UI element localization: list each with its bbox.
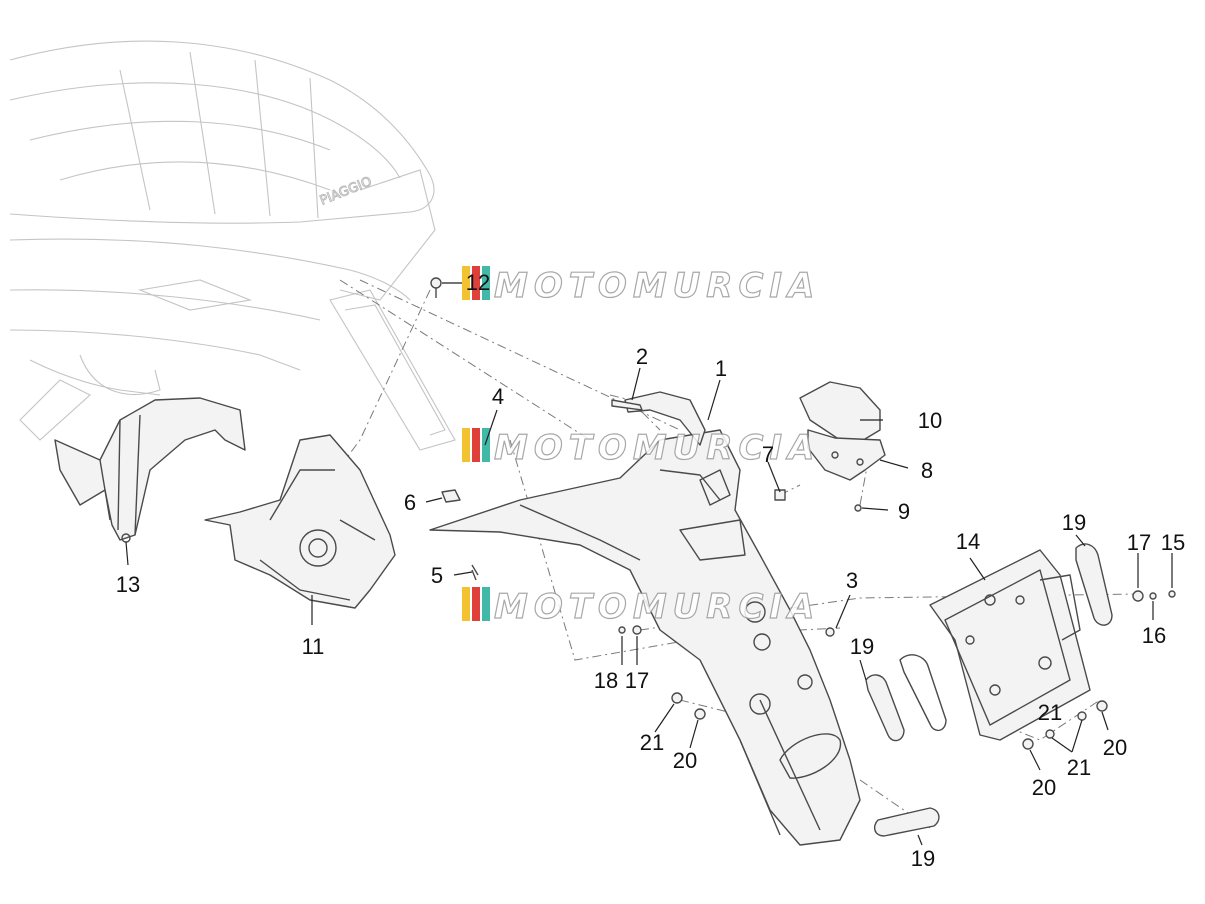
callout-15: 15 (1161, 530, 1185, 555)
callout-4: 4 (492, 384, 504, 409)
callout-21-extra: 21 (1038, 700, 1062, 725)
callout-20-right: 20 (1103, 735, 1127, 760)
watermark-stripe-red (472, 587, 480, 621)
watermark-stripe-red (472, 428, 480, 462)
watermark-stripe-teal (482, 587, 490, 621)
watermark-stripe-yellow (462, 587, 470, 621)
hardware-fasteners (430, 277, 1176, 750)
callout-2: 2 (636, 344, 648, 369)
part-1-rear-fender (429, 429, 861, 846)
watermark-stripe-red (472, 266, 480, 300)
callout-17-right: 17 (1127, 530, 1151, 555)
callout-17-left: 17 (625, 668, 649, 693)
callout-7: 7 (762, 442, 774, 467)
callout-21-right: 21 (1067, 755, 1091, 780)
callout-10: 10 (918, 408, 942, 433)
watermark-stripe-yellow (462, 428, 470, 462)
callout-18: 18 (594, 668, 618, 693)
watermark-stripe-teal (482, 428, 490, 462)
callout-21-left: 21 (640, 730, 664, 755)
seat-brand-text: PIAGGIO (318, 174, 374, 208)
callout-3: 3 (846, 568, 858, 593)
callout-8: 8 (921, 458, 933, 483)
callout-20-bottom: 20 (1032, 775, 1056, 800)
watermark-stripe-teal (482, 266, 490, 300)
callout-13: 13 (116, 572, 140, 597)
watermark-text: MOTOMURCIA (494, 428, 820, 468)
part-11-inner-housing (204, 434, 396, 609)
watermark-text: MOTOMURCIA (494, 266, 820, 306)
part-10-cover (799, 381, 881, 443)
callout-9: 9 (898, 499, 910, 524)
callout-19-top: 19 (1062, 510, 1086, 535)
callout-16: 16 (1142, 623, 1166, 648)
watermark-1: MOTOMURCIA (462, 265, 820, 307)
callout-19-bottom: 19 (911, 846, 935, 871)
watermark-2: MOTOMURCIA (462, 427, 820, 469)
callout-20-left: 20 (673, 748, 697, 773)
part-1-grab-handle (624, 391, 706, 446)
watermark-3: MOTOMURCIA (462, 586, 820, 628)
part-8-bracket (807, 429, 886, 481)
callout-1: 1 (715, 356, 727, 381)
watermark-stripe-yellow (462, 266, 470, 300)
callout-12: 12 (466, 270, 490, 295)
leader-lines (125, 282, 1173, 846)
part-19-reflectors (865, 543, 1113, 837)
part-13-side-bracket (54, 397, 246, 543)
callout-5: 5 (431, 563, 443, 588)
callout-11: 11 (302, 634, 325, 659)
watermark-text: MOTOMURCIA (494, 587, 820, 627)
callout-labels: 1 2 3 4 5 6 7 8 9 10 11 12 13 14 15 16 1… (116, 270, 1185, 871)
callout-14: 14 (956, 529, 980, 554)
callout-6: 6 (404, 490, 416, 515)
callout-19-middle: 19 (850, 634, 874, 659)
scooter-body-ghost: PIAGGIO (9, 40, 456, 451)
part-14-license-plate-holder (929, 549, 1091, 741)
